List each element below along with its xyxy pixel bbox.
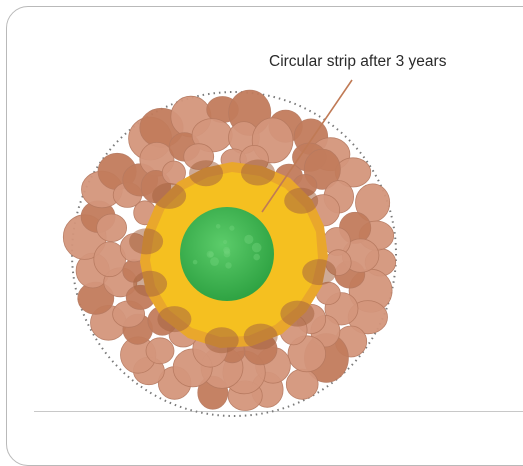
- center-speckle: [224, 251, 231, 258]
- center-speckle: [207, 251, 214, 258]
- center-speckle: [223, 240, 227, 244]
- center-speckle: [225, 262, 231, 268]
- strip-patch: [152, 183, 186, 209]
- strip-patch: [302, 259, 336, 285]
- strip-patch: [280, 301, 314, 327]
- strip-patch: [157, 306, 191, 332]
- strip-patch: [129, 228, 163, 254]
- strip-patch: [133, 271, 167, 297]
- center-speckle: [193, 260, 198, 265]
- strip-patch: [241, 160, 275, 186]
- center-speckle: [229, 226, 234, 231]
- circular-strip-diagram: Circular strip after 3 years: [0, 0, 523, 449]
- center-speckle: [210, 257, 219, 266]
- center-speckle: [216, 224, 221, 229]
- center-speckle: [252, 243, 262, 253]
- callout-label: Circular strip after 3 years: [269, 53, 447, 70]
- center-speckle: [244, 235, 253, 244]
- cobble-stone: [146, 338, 174, 364]
- strip-patch: [189, 160, 223, 186]
- strip-patch: [244, 324, 278, 350]
- strip-patch: [284, 188, 318, 214]
- center-speckle: [253, 254, 260, 261]
- strip-patch: [205, 327, 239, 353]
- cobble-stone: [97, 214, 127, 242]
- cobble-stone: [286, 369, 318, 399]
